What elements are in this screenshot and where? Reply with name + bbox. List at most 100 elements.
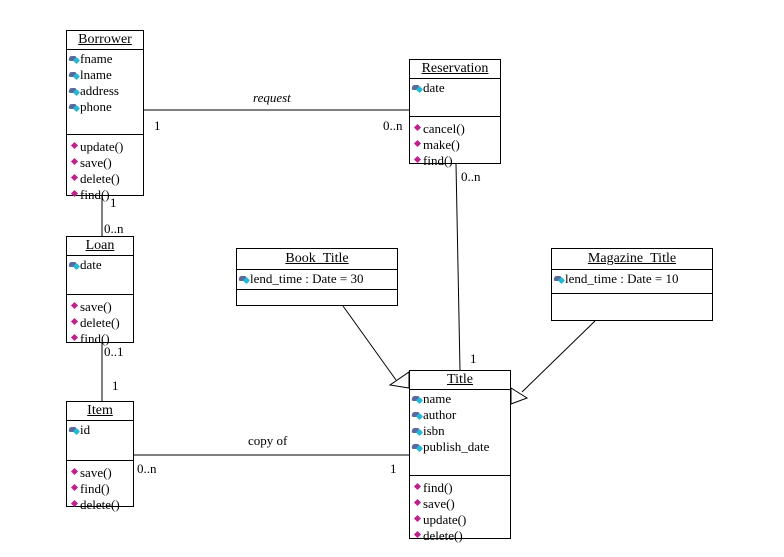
operation-text: save()	[80, 299, 112, 314]
operation-text: delete()	[80, 171, 120, 186]
attribute-compartment: lend_time : Date = 10	[552, 270, 712, 294]
operation-text: update()	[423, 512, 467, 527]
attribute-text: lname	[80, 67, 112, 82]
attribute-row: lend_time : Date = 30	[239, 271, 397, 287]
operation-text: save()	[80, 155, 112, 170]
attribute-text: isbn	[423, 423, 445, 438]
attribute-text: address	[80, 83, 119, 98]
operation-compartment: find()save()update()delete()	[410, 476, 510, 544]
operation-icon	[71, 485, 79, 493]
operation-text: find()	[80, 481, 110, 496]
operation-row: delete()	[71, 315, 133, 331]
operation-icon	[71, 175, 79, 183]
operation-row: find()	[71, 331, 133, 347]
operation-icon	[71, 335, 79, 343]
operation-compartment: cancel()make()find()	[410, 117, 500, 169]
assoc-label-request: request	[253, 90, 291, 105]
operation-row: save()	[71, 155, 143, 171]
operation-row: save()	[414, 496, 510, 512]
multiplicity-reservation-request: 0..n	[383, 118, 403, 133]
multiplicity-borrower-loan: 1	[110, 195, 117, 210]
attribute-icon	[69, 427, 79, 434]
operation-text: delete()	[423, 528, 463, 543]
class-name: Title	[410, 371, 510, 390]
generalization-magazine-title	[521, 320, 596, 393]
operation-icon	[414, 532, 422, 540]
operation-icon	[414, 157, 422, 165]
attribute-icon	[69, 56, 79, 63]
class-item[interactable]: Item id save()find()delete()	[66, 401, 134, 512]
attribute-icon	[412, 428, 422, 435]
attribute-compartment: lend_time : Date = 30	[237, 270, 397, 290]
attribute-row: isbn	[412, 423, 510, 439]
attribute-row: date	[412, 80, 500, 96]
operation-compartment	[552, 294, 712, 298]
class-book-title[interactable]: Book_Title lend_time : Date = 30	[236, 248, 398, 306]
class-magazine-title[interactable]: Magazine_Title lend_time : Date = 10	[551, 248, 713, 321]
attribute-row: name	[412, 391, 510, 407]
multiplicity-title-item: 1	[390, 461, 397, 476]
attribute-row: publish_date	[412, 439, 510, 455]
generalization-arrow-magazine	[510, 387, 529, 405]
attribute-compartment: date	[67, 256, 133, 295]
operation-text: find()	[423, 480, 453, 495]
operation-row: update()	[414, 512, 510, 528]
class-name: Magazine_Title	[552, 249, 712, 270]
operation-text: cancel()	[423, 121, 465, 136]
operation-row: save()	[71, 465, 133, 481]
operation-text: make()	[423, 137, 460, 152]
attribute-row: fname	[69, 51, 143, 67]
operation-icon	[71, 143, 79, 151]
operation-icon	[71, 501, 79, 509]
operation-icon	[71, 319, 79, 327]
operation-text: save()	[80, 465, 112, 480]
operation-row: find()	[414, 153, 500, 169]
assoc-label-copy-of: copy of	[248, 433, 288, 448]
operation-icon	[414, 125, 422, 133]
attribute-icon	[412, 412, 422, 419]
operation-row: find()	[414, 480, 510, 496]
operation-compartment: save()delete()find()	[67, 295, 133, 347]
attribute-row: id	[69, 422, 133, 438]
operation-row: delete()	[414, 528, 510, 544]
operation-icon	[414, 516, 422, 524]
attribute-text: phone	[80, 99, 112, 114]
multiplicity-reservation-title: 0..n	[461, 169, 481, 184]
attribute-row: lname	[69, 67, 143, 83]
operation-icon	[71, 303, 79, 311]
attribute-icon	[412, 444, 422, 451]
class-reservation[interactable]: Reservation date cancel()make()find()	[409, 59, 501, 168]
multiplicity-loan-borrower: 0..n	[104, 221, 124, 236]
attribute-text: name	[423, 391, 452, 406]
operation-text: update()	[80, 139, 124, 154]
attribute-row: address	[69, 83, 143, 99]
multiplicity-loan-item: 0..1	[104, 344, 124, 359]
class-loan[interactable]: Loan date save()delete()find()	[66, 236, 134, 346]
assoc-reservation-title	[455, 163, 461, 371]
operation-row: find()	[71, 187, 143, 203]
attribute-icon	[69, 262, 79, 269]
attribute-compartment: id	[67, 421, 133, 461]
class-name: Loan	[67, 237, 133, 256]
class-name: Borrower	[67, 31, 143, 50]
operation-text: save()	[423, 496, 455, 511]
attribute-icon	[412, 396, 422, 403]
multiplicity-title-reservation: 1	[470, 351, 477, 366]
attribute-text: fname	[80, 51, 113, 66]
operation-row: save()	[71, 299, 133, 315]
multiplicity-borrower-request: 1	[154, 118, 161, 133]
attribute-text: publish_date	[423, 439, 490, 454]
generalization-arrow-book	[388, 371, 410, 389]
multiplicity-item-title: 0..n	[137, 461, 157, 476]
attribute-row: phone	[69, 99, 143, 115]
operation-text: find()	[80, 187, 110, 202]
operation-compartment	[237, 290, 397, 294]
operation-icon	[71, 159, 79, 167]
operation-row: update()	[71, 139, 143, 155]
